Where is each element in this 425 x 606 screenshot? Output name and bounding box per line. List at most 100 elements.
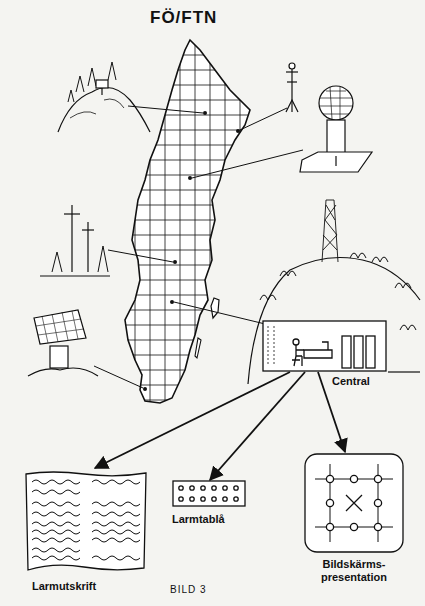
- leader-lines-part-part: [236, 129, 240, 133]
- printout-sheet: Larmutskrift: [22, 468, 150, 574]
- printout-sheet-outline-part: [32, 556, 80, 560]
- leader-lines-part-part: [170, 300, 174, 304]
- display-screen-outline-part: [326, 523, 333, 530]
- radome-tower: [300, 86, 372, 172]
- map-grid-part: [118, 85, 258, 86]
- alarm-panel-outline-part: [190, 486, 194, 490]
- map-grid-part: [118, 160, 258, 161]
- display-screen-outline-part: [326, 499, 333, 506]
- flow-arrow: [95, 372, 290, 468]
- display-screen-outline: [303, 452, 405, 554]
- printout-sheet-outline-part: [92, 502, 140, 506]
- map-grid-part: [118, 205, 258, 206]
- alarm-panel-outline-part: [201, 486, 205, 490]
- mountain-radar-part: [70, 99, 124, 118]
- printout-sheet-outline-part: [32, 490, 80, 494]
- printout-sheet-outline-part: [92, 480, 140, 484]
- printout-sheet-outline-part: [92, 530, 140, 534]
- central-room-outline-part: [342, 336, 351, 368]
- printout-sheet-outline-part: [32, 538, 80, 542]
- map-grid-part: [118, 265, 258, 266]
- radome-tower-part: [300, 152, 372, 172]
- central-bunker-hill-part: [248, 258, 420, 385]
- mountain-radar-part: [101, 88, 102, 95]
- mountain-radar-part: [96, 80, 108, 88]
- mountain-radar-part: [68, 62, 116, 102]
- map-grid-part: [118, 250, 258, 251]
- alarm-panel-outline-part: [234, 486, 238, 490]
- printout-sheet-outline-part: [32, 512, 80, 516]
- map-grid-part: [118, 340, 258, 341]
- map-grid-part: [118, 190, 258, 191]
- display-screen-outline-part: [346, 495, 362, 511]
- map-grid-part: [225, 35, 226, 410]
- sweden-map-part: [125, 40, 250, 403]
- antenna-poles-part: [40, 246, 110, 276]
- printout-sheet-outline-part: [32, 522, 80, 526]
- antenna-poles-part: [64, 213, 80, 214]
- map-grid-part: [165, 35, 166, 410]
- map-grid-part: [118, 145, 258, 146]
- diagram-title: FÖ/FTN: [150, 8, 217, 28]
- node-label: Larmtablå: [172, 513, 225, 526]
- antenna-mast-part: [291, 66, 292, 112]
- central-room-outline-part: [268, 326, 274, 366]
- map-grid-part: [118, 70, 258, 71]
- alarm-panel-outline-part: [223, 497, 227, 501]
- printout-sheet-outline-part: [32, 502, 80, 506]
- map-grid-part: [118, 235, 258, 236]
- central-room-outline-part: [366, 336, 375, 368]
- alarm-panel-outline-part: [179, 497, 183, 501]
- alarm-panel-outline-part: [201, 497, 205, 501]
- leader-lines-part: [108, 250, 173, 262]
- central-bunker-hill-part: [388, 371, 420, 372]
- display-screen-outline-part: [374, 523, 381, 530]
- map-grid-part: [240, 35, 241, 410]
- map-grid-part: [118, 355, 258, 356]
- map-grid-part: [180, 35, 181, 410]
- leader-lines-part-part: [203, 111, 207, 115]
- radome-tower-part: [319, 87, 353, 119]
- leader-lines-part: [94, 366, 143, 388]
- printout-sheet-outline: [22, 468, 150, 574]
- central-room-outline-part: [304, 342, 332, 358]
- display-screen-outline-part: [374, 475, 381, 482]
- leader-lines-part-part: [188, 176, 192, 180]
- alarm-panel-outline-part: [223, 486, 227, 490]
- leader-lines-part: [240, 108, 287, 130]
- radar-dish-part: [28, 368, 98, 376]
- printout-sheet-outline-part: [32, 548, 80, 552]
- map-grid-part: [118, 40, 258, 41]
- map-grid-part: [118, 400, 258, 401]
- antenna-poles-part: [82, 229, 94, 230]
- map-grid-part: [118, 220, 258, 221]
- node-label: Larmutskrift: [32, 580, 96, 593]
- map-grid-part: [118, 175, 258, 176]
- antenna-poles: [40, 205, 110, 276]
- radar-dish-part: [36, 311, 84, 343]
- map-grid-part: [210, 35, 211, 410]
- central-room-outline-part: [293, 339, 299, 345]
- display-screen-outline-part: [315, 464, 393, 542]
- map-grid-part: [118, 325, 258, 326]
- alarm-panel-outline-part: [212, 497, 216, 501]
- antenna-mast-part: [286, 100, 298, 112]
- alarm-panel-outline-part: [212, 486, 216, 490]
- gotland-island: [211, 298, 219, 318]
- printout-sheet-outline-part: [92, 522, 140, 526]
- radome-tower-part: [319, 86, 353, 120]
- map-grid-part: [150, 35, 151, 410]
- central-bunker-hill-part: [322, 200, 338, 262]
- radome-tower-part: [335, 156, 336, 166]
- printout-sheet-outline-part: [92, 512, 140, 516]
- oland-island: [195, 338, 201, 358]
- alarm-panel-outline-part: [234, 497, 238, 501]
- antenna-mast: [286, 63, 298, 112]
- display-screen-outline-part: [326, 475, 333, 482]
- radar-dish: [28, 310, 98, 376]
- node-label: Central: [332, 375, 370, 388]
- alarm-panel-outline-part: [179, 486, 183, 490]
- printout-sheet-outline-part: [32, 530, 80, 534]
- map-grid-part: [118, 55, 258, 56]
- display-screen-outline-part: [350, 523, 357, 530]
